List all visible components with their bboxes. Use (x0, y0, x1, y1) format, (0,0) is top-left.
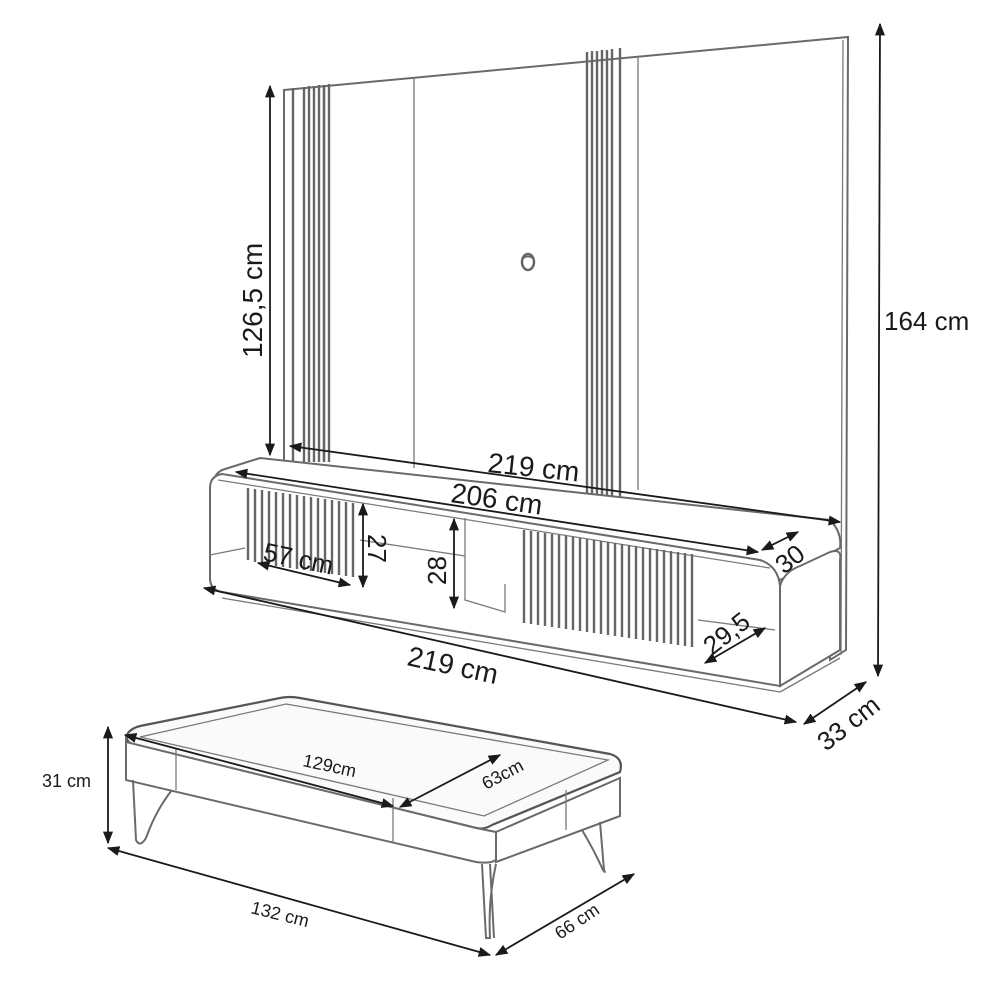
dim-table-top-length (123, 733, 395, 808)
dimension-lines (102, 22, 886, 957)
dim-rack-total-width (202, 585, 798, 725)
dim-side-niche-depth (703, 627, 767, 664)
label-niche-height-door: 27 (362, 534, 392, 563)
dim-rack-inner-width (234, 468, 760, 556)
dim-niche-width (256, 560, 352, 588)
label-rack-total-depth: 33 cm (811, 689, 885, 756)
dim-table-width (494, 873, 636, 956)
dim-panel-total-height (872, 22, 886, 678)
label-panel-height-above-rack: 126,5 cm (237, 243, 268, 358)
table-side (495, 776, 621, 864)
label-table-height: 31 cm (42, 771, 91, 791)
label-rack-total-width: 219 cm (405, 641, 501, 690)
label-table-width: 66 cm (551, 899, 603, 943)
panel-right-edge (840, 39, 844, 656)
panel-slats-left (291, 84, 331, 462)
label-niche-height-open: 28 (422, 556, 452, 585)
dim-rack-total-depth (802, 681, 868, 725)
dim-rack-top-depth (760, 531, 800, 551)
label-panel-total-height: 164 cm (884, 306, 969, 336)
panel-slats-right (585, 48, 622, 520)
cable-pass-through-icon (520, 252, 536, 272)
dim-table-top-width (398, 754, 502, 808)
dim-table-length (106, 846, 492, 957)
coffee-table (125, 695, 622, 939)
